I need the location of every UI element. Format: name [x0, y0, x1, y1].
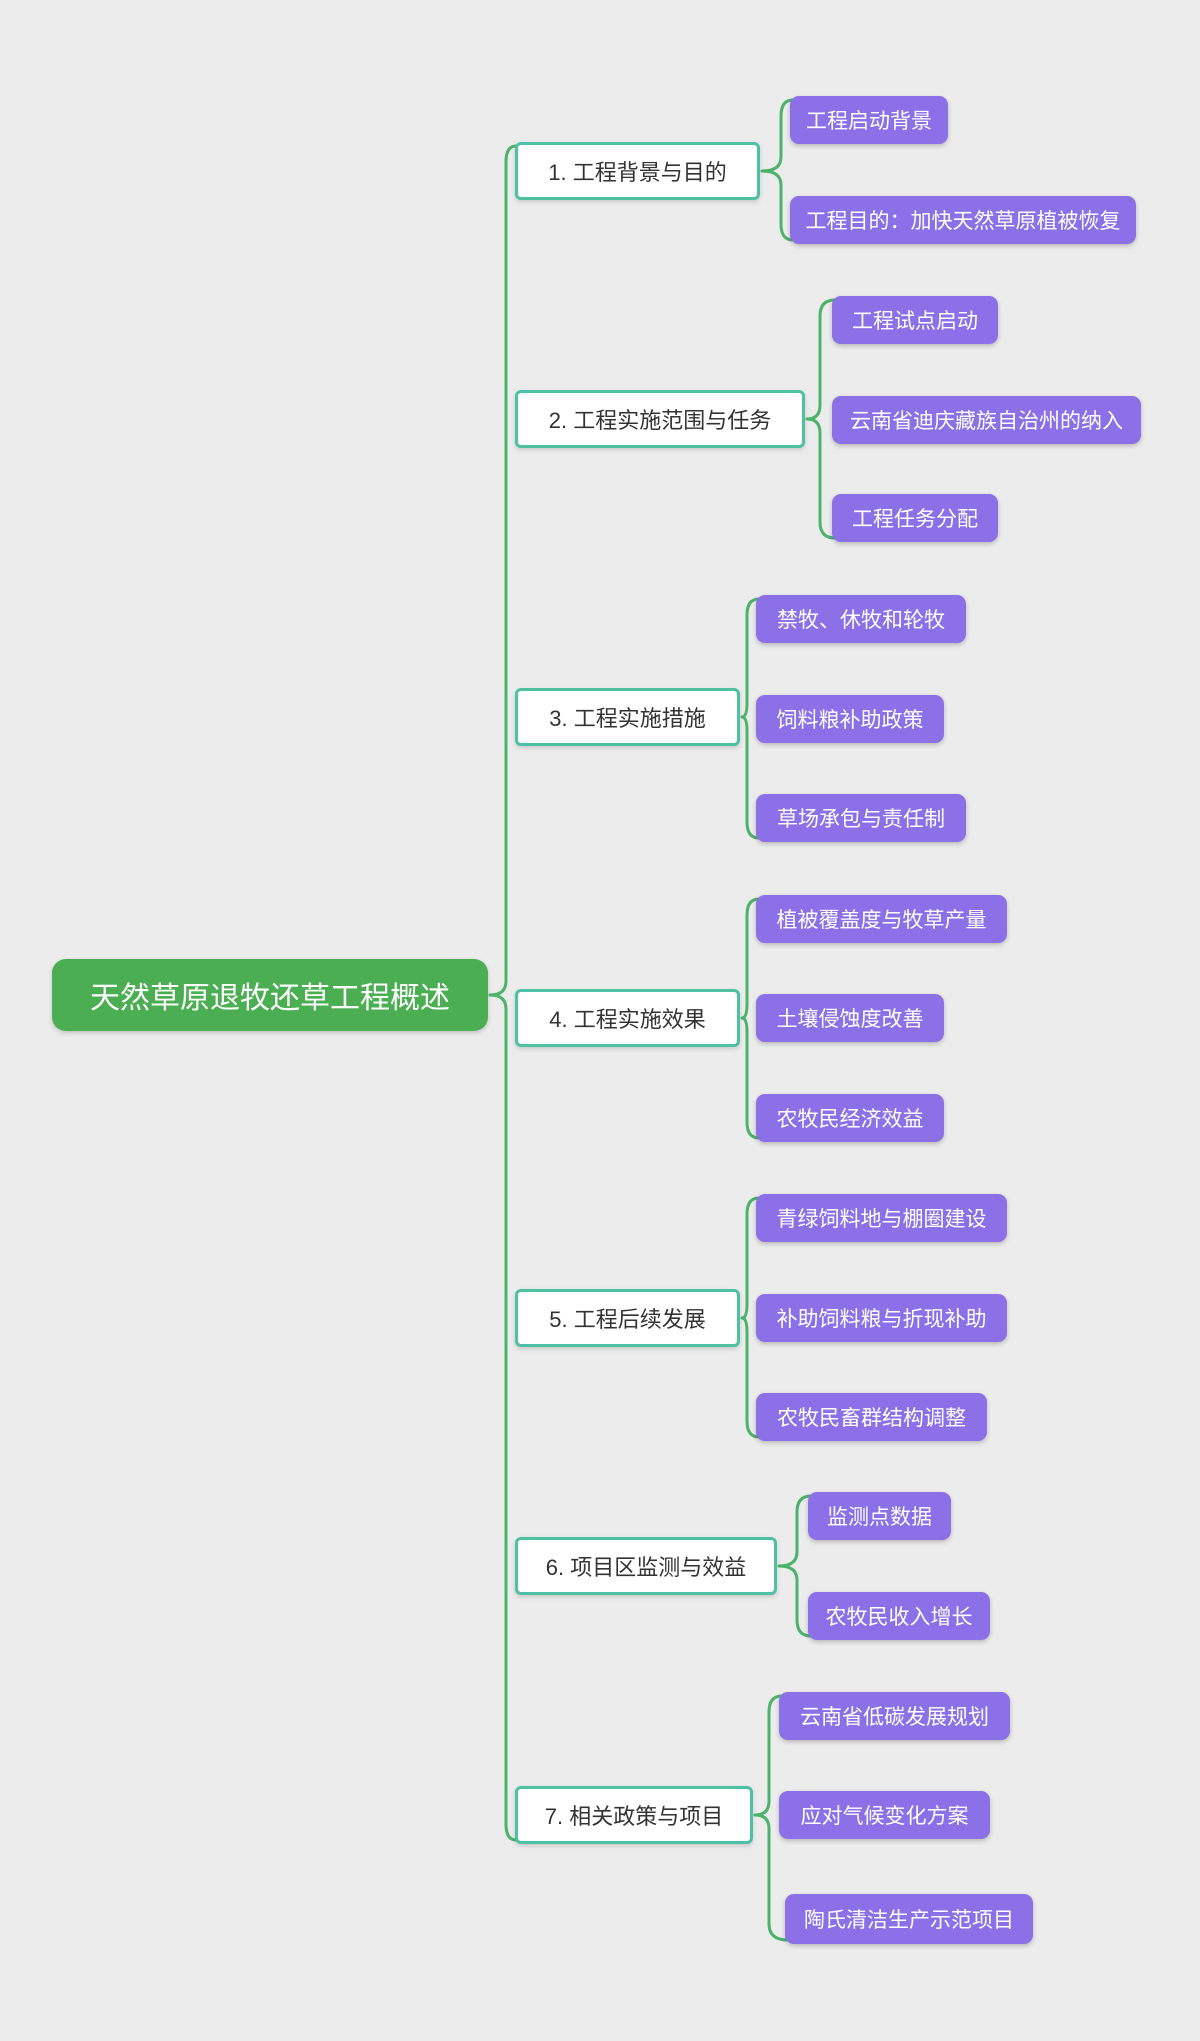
branch-1-connector [760, 98, 795, 242]
branch-3-connector [740, 597, 761, 840]
leaf-node-4-1[interactable]: 植被覆盖度与牧草产量 [756, 895, 1007, 943]
branch-7-connector [753, 1694, 790, 1942]
branch-node-6[interactable]: 6. 项目区监测与效益 [515, 1537, 777, 1595]
leaf-node-5-3[interactable]: 农牧民畜群结构调整 [756, 1393, 987, 1441]
branch-5-connector [740, 1196, 761, 1439]
leaf-node-7-2[interactable]: 应对气候变化方案 [779, 1791, 990, 1839]
leaf-node-7-1[interactable]: 云南省低碳发展规划 [779, 1692, 1010, 1740]
leaf-node-5-2[interactable]: 补助饲料粮与折现补助 [756, 1294, 1007, 1342]
branch-node-3[interactable]: 3. 工程实施措施 [515, 688, 740, 746]
leaf-node-2-3[interactable]: 工程任务分配 [832, 494, 998, 542]
branch-4-connector [740, 897, 761, 1140]
leaf-node-1-1[interactable]: 工程启动背景 [790, 96, 948, 144]
leaf-node-2-2[interactable]: 云南省迪庆藏族自治州的纳入 [832, 396, 1141, 444]
trunk-connector [488, 144, 518, 1842]
branch-6-connector [777, 1494, 813, 1638]
branch-2-connector [805, 298, 837, 540]
leaf-node-3-1[interactable]: 禁牧、休牧和轮牧 [756, 595, 966, 643]
leaf-node-2-1[interactable]: 工程试点启动 [832, 296, 998, 344]
branch-node-5[interactable]: 5. 工程后续发展 [515, 1289, 740, 1347]
leaf-node-3-2[interactable]: 饲料粮补助政策 [756, 695, 944, 743]
leaf-node-5-1[interactable]: 青绿饲料地与棚圈建设 [756, 1194, 1007, 1242]
branch-node-1[interactable]: 1. 工程背景与目的 [515, 142, 760, 200]
leaf-node-4-2[interactable]: 土壤侵蚀度改善 [756, 994, 944, 1042]
leaf-node-6-2[interactable]: 农牧民收入增长 [808, 1592, 990, 1640]
leaf-node-3-3[interactable]: 草场承包与责任制 [756, 794, 966, 842]
leaf-node-6-1[interactable]: 监测点数据 [808, 1492, 951, 1540]
branch-node-2[interactable]: 2. 工程实施范围与任务 [515, 390, 805, 448]
leaf-node-7-3[interactable]: 陶氏清洁生产示范项目 [785, 1894, 1033, 1944]
root-node[interactable]: 天然草原退牧还草工程概述 [52, 959, 488, 1031]
branch-node-7[interactable]: 7. 相关政策与项目 [515, 1786, 753, 1844]
leaf-node-4-3[interactable]: 农牧民经济效益 [756, 1094, 944, 1142]
branch-node-4[interactable]: 4. 工程实施效果 [515, 989, 740, 1047]
leaf-node-1-2[interactable]: 工程目的：加快天然草原植被恢复 [790, 196, 1136, 244]
